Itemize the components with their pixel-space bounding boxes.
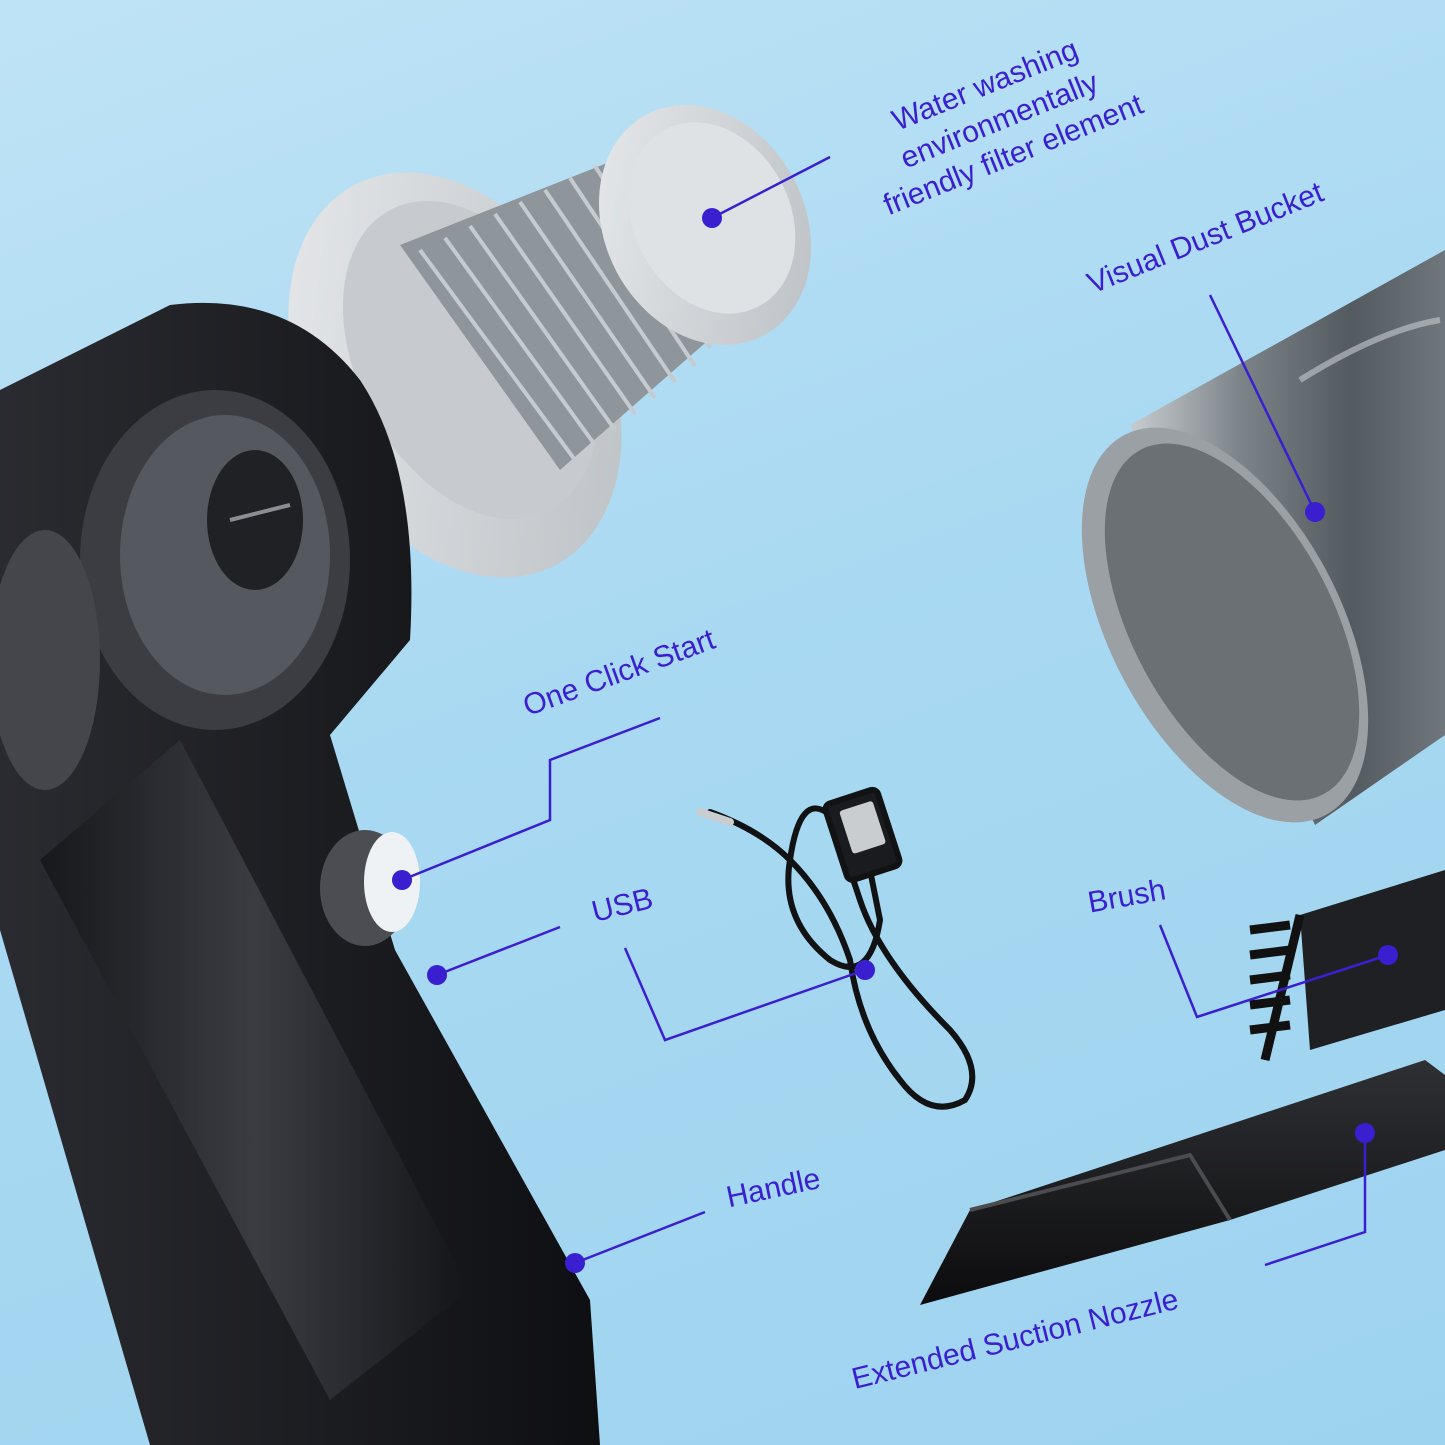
vacuum-body (0, 302, 600, 1445)
brush-attachment (1249, 870, 1445, 1062)
brush-dot (1378, 945, 1398, 965)
usb-cable-dot (855, 960, 875, 980)
suction-nozzle (920, 1060, 1445, 1305)
usb-cable (696, 786, 976, 1110)
dust-bucket (1081, 250, 1445, 825)
filter-dot (702, 208, 722, 228)
callout-lines (401, 155, 1389, 1267)
usb-port-dot (427, 965, 447, 985)
one-click-start-dot (392, 870, 412, 890)
handle-dot (565, 1253, 585, 1273)
callout-dots (392, 208, 1398, 1273)
nozzle-dot (1355, 1123, 1375, 1143)
dust-bucket-dot (1305, 502, 1325, 522)
